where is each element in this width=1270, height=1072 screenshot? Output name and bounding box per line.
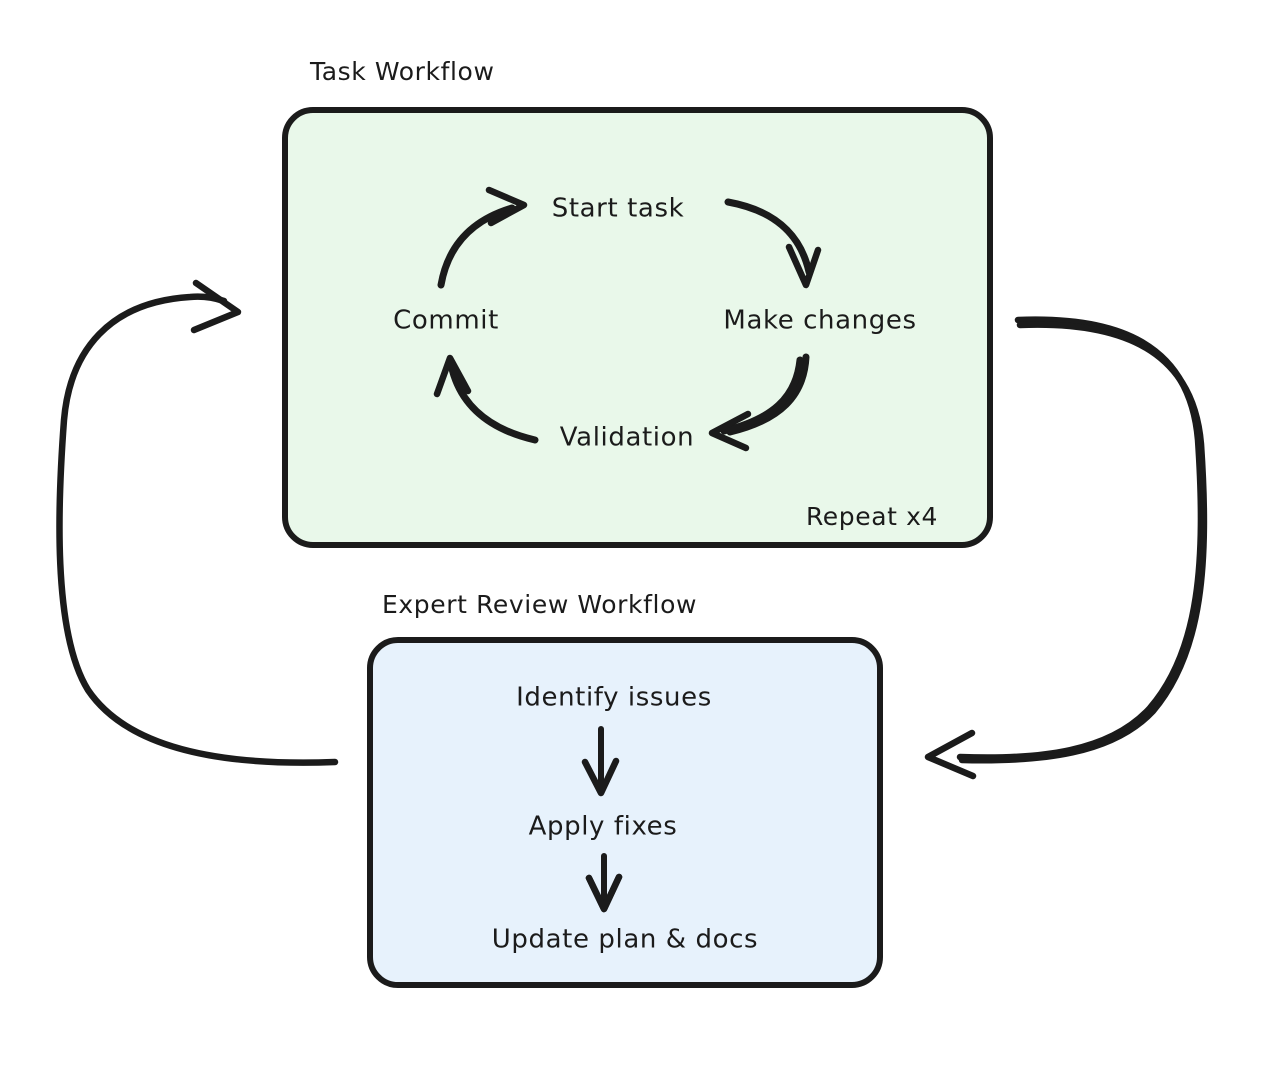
edge-make-changes-to-validation [708, 353, 810, 452]
edge-validation-to-commit [433, 354, 539, 444]
repeat-note: Repeat x4 [806, 502, 938, 531]
outer-edge-task-to-review [924, 316, 1208, 780]
edge-start-task-to-make-changes [724, 198, 822, 289]
expert-review-workflow-title: Expert Review Workflow [382, 590, 697, 619]
outer-edge-review-to-task [56, 279, 339, 766]
task-workflow-title: Task Workflow [309, 57, 495, 86]
edge-apply-fixes-to-update-plan-docs [585, 853, 623, 913]
review-node-apply-fixes: Apply fixes [529, 812, 678, 842]
cycle-node-start-task: Start task [552, 194, 685, 224]
cycle-node-commit: Commit [393, 306, 499, 336]
cycle-node-make-changes: Make changes [723, 306, 916, 336]
expert-review-workflow-box [367, 637, 883, 988]
edge-identify-issues-to-apply-fixes [581, 726, 620, 797]
task-workflow-box [282, 107, 993, 548]
review-node-update-plan-docs: Update plan & docs [492, 925, 758, 955]
review-node-identify-issues: Identify issues [516, 683, 712, 713]
edge-commit-to-start-task [437, 186, 528, 289]
cycle-node-validation: Validation [560, 423, 694, 453]
